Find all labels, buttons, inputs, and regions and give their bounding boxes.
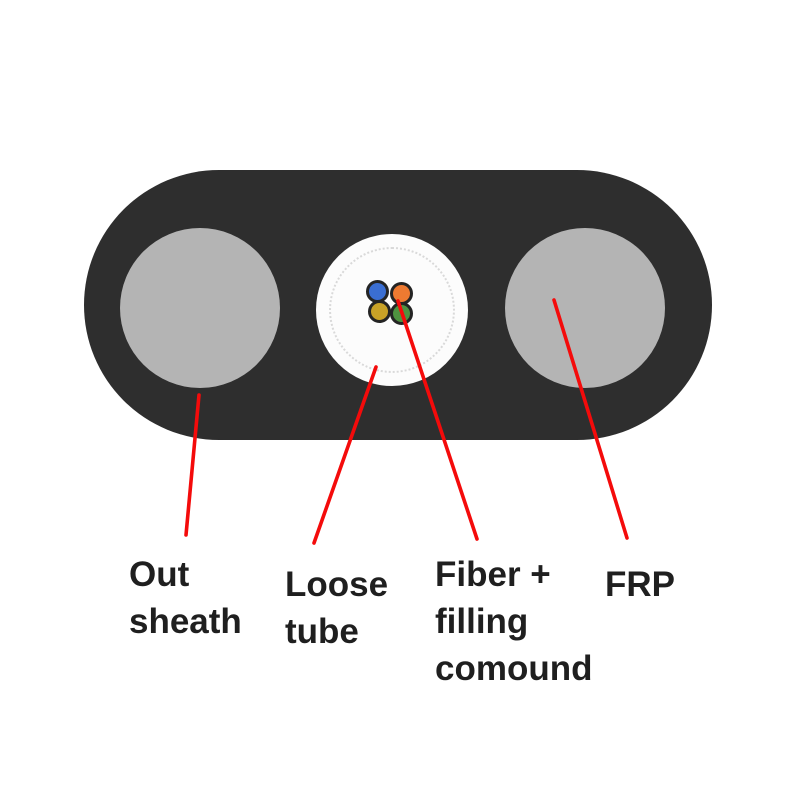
loose-tube bbox=[316, 234, 468, 386]
frp-strength-member-left bbox=[120, 228, 280, 388]
frp-strength-member-right bbox=[505, 228, 665, 388]
label-out-sheath: Out sheath bbox=[129, 555, 242, 641]
label-fiber-filling-compound: Fiber + filling comound bbox=[435, 555, 593, 688]
fiber-green bbox=[390, 302, 413, 325]
fiber-yellow bbox=[368, 300, 391, 323]
label-loose-tube: Loose tube bbox=[285, 565, 389, 651]
label-frp: FRP bbox=[605, 565, 675, 604]
